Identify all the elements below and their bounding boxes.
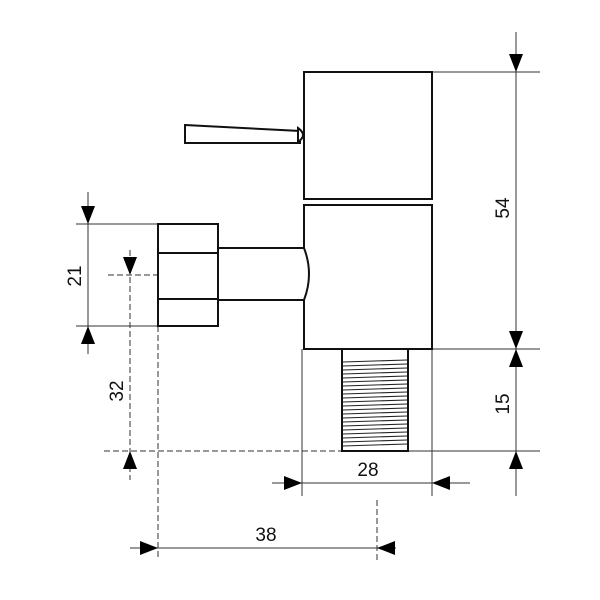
thread-line	[342, 383, 408, 387]
arrow-28-right	[432, 476, 450, 490]
thread-line	[342, 363, 408, 367]
thread-line	[342, 371, 408, 375]
arrow-21-top	[81, 206, 95, 224]
dim-38-label: 38	[255, 525, 276, 546]
arrow-54-bottom	[509, 331, 523, 349]
thread-line	[342, 403, 408, 407]
thread-line	[342, 379, 408, 383]
dim-21-label: 21	[65, 265, 86, 286]
upper-body-block	[303, 71, 433, 200]
dim-28-label: 28	[357, 460, 378, 481]
thread-line	[342, 419, 408, 423]
arrow-28-left	[284, 476, 302, 490]
dim-32-label: 32	[107, 380, 128, 401]
thread-line	[342, 411, 408, 415]
thread-line	[342, 439, 408, 443]
dimension-labels: 54 15 21 32 28 38	[65, 197, 514, 546]
arrow-38-left	[140, 541, 158, 555]
valve-body	[157, 71, 433, 452]
lower-body-block	[303, 204, 433, 350]
arrow-32-bottom	[123, 451, 137, 469]
thread-line	[342, 375, 408, 379]
thread-line	[342, 423, 408, 427]
thread-line	[342, 431, 408, 435]
inlet-hex-nut	[157, 223, 219, 327]
thread-line	[342, 407, 408, 411]
thread-line	[342, 391, 408, 395]
thread-line	[342, 395, 408, 399]
thread-line	[342, 387, 408, 391]
thread-line	[342, 367, 408, 371]
handle-cap	[297, 126, 304, 144]
dim-15-label: 15	[493, 393, 514, 414]
dim-54-label: 54	[493, 197, 514, 219]
arrow-15-top	[509, 349, 523, 367]
thread-line	[342, 415, 408, 419]
threaded-outlet	[341, 348, 409, 452]
thread-line	[342, 435, 408, 439]
arrow-54-top	[509, 54, 523, 72]
thread-line	[342, 443, 408, 447]
arrow-38-right	[377, 541, 395, 555]
arrow-32-top	[123, 257, 137, 275]
dimension-arrows	[81, 54, 523, 555]
inlet-pipe	[217, 247, 310, 301]
thread-lines	[342, 359, 408, 447]
thread-line	[342, 359, 408, 363]
arrow-15-bottom	[509, 451, 523, 469]
arrow-21-bottom	[81, 326, 95, 344]
thread-line	[342, 399, 408, 403]
lever-handle	[184, 123, 301, 144]
thread-line	[342, 427, 408, 431]
